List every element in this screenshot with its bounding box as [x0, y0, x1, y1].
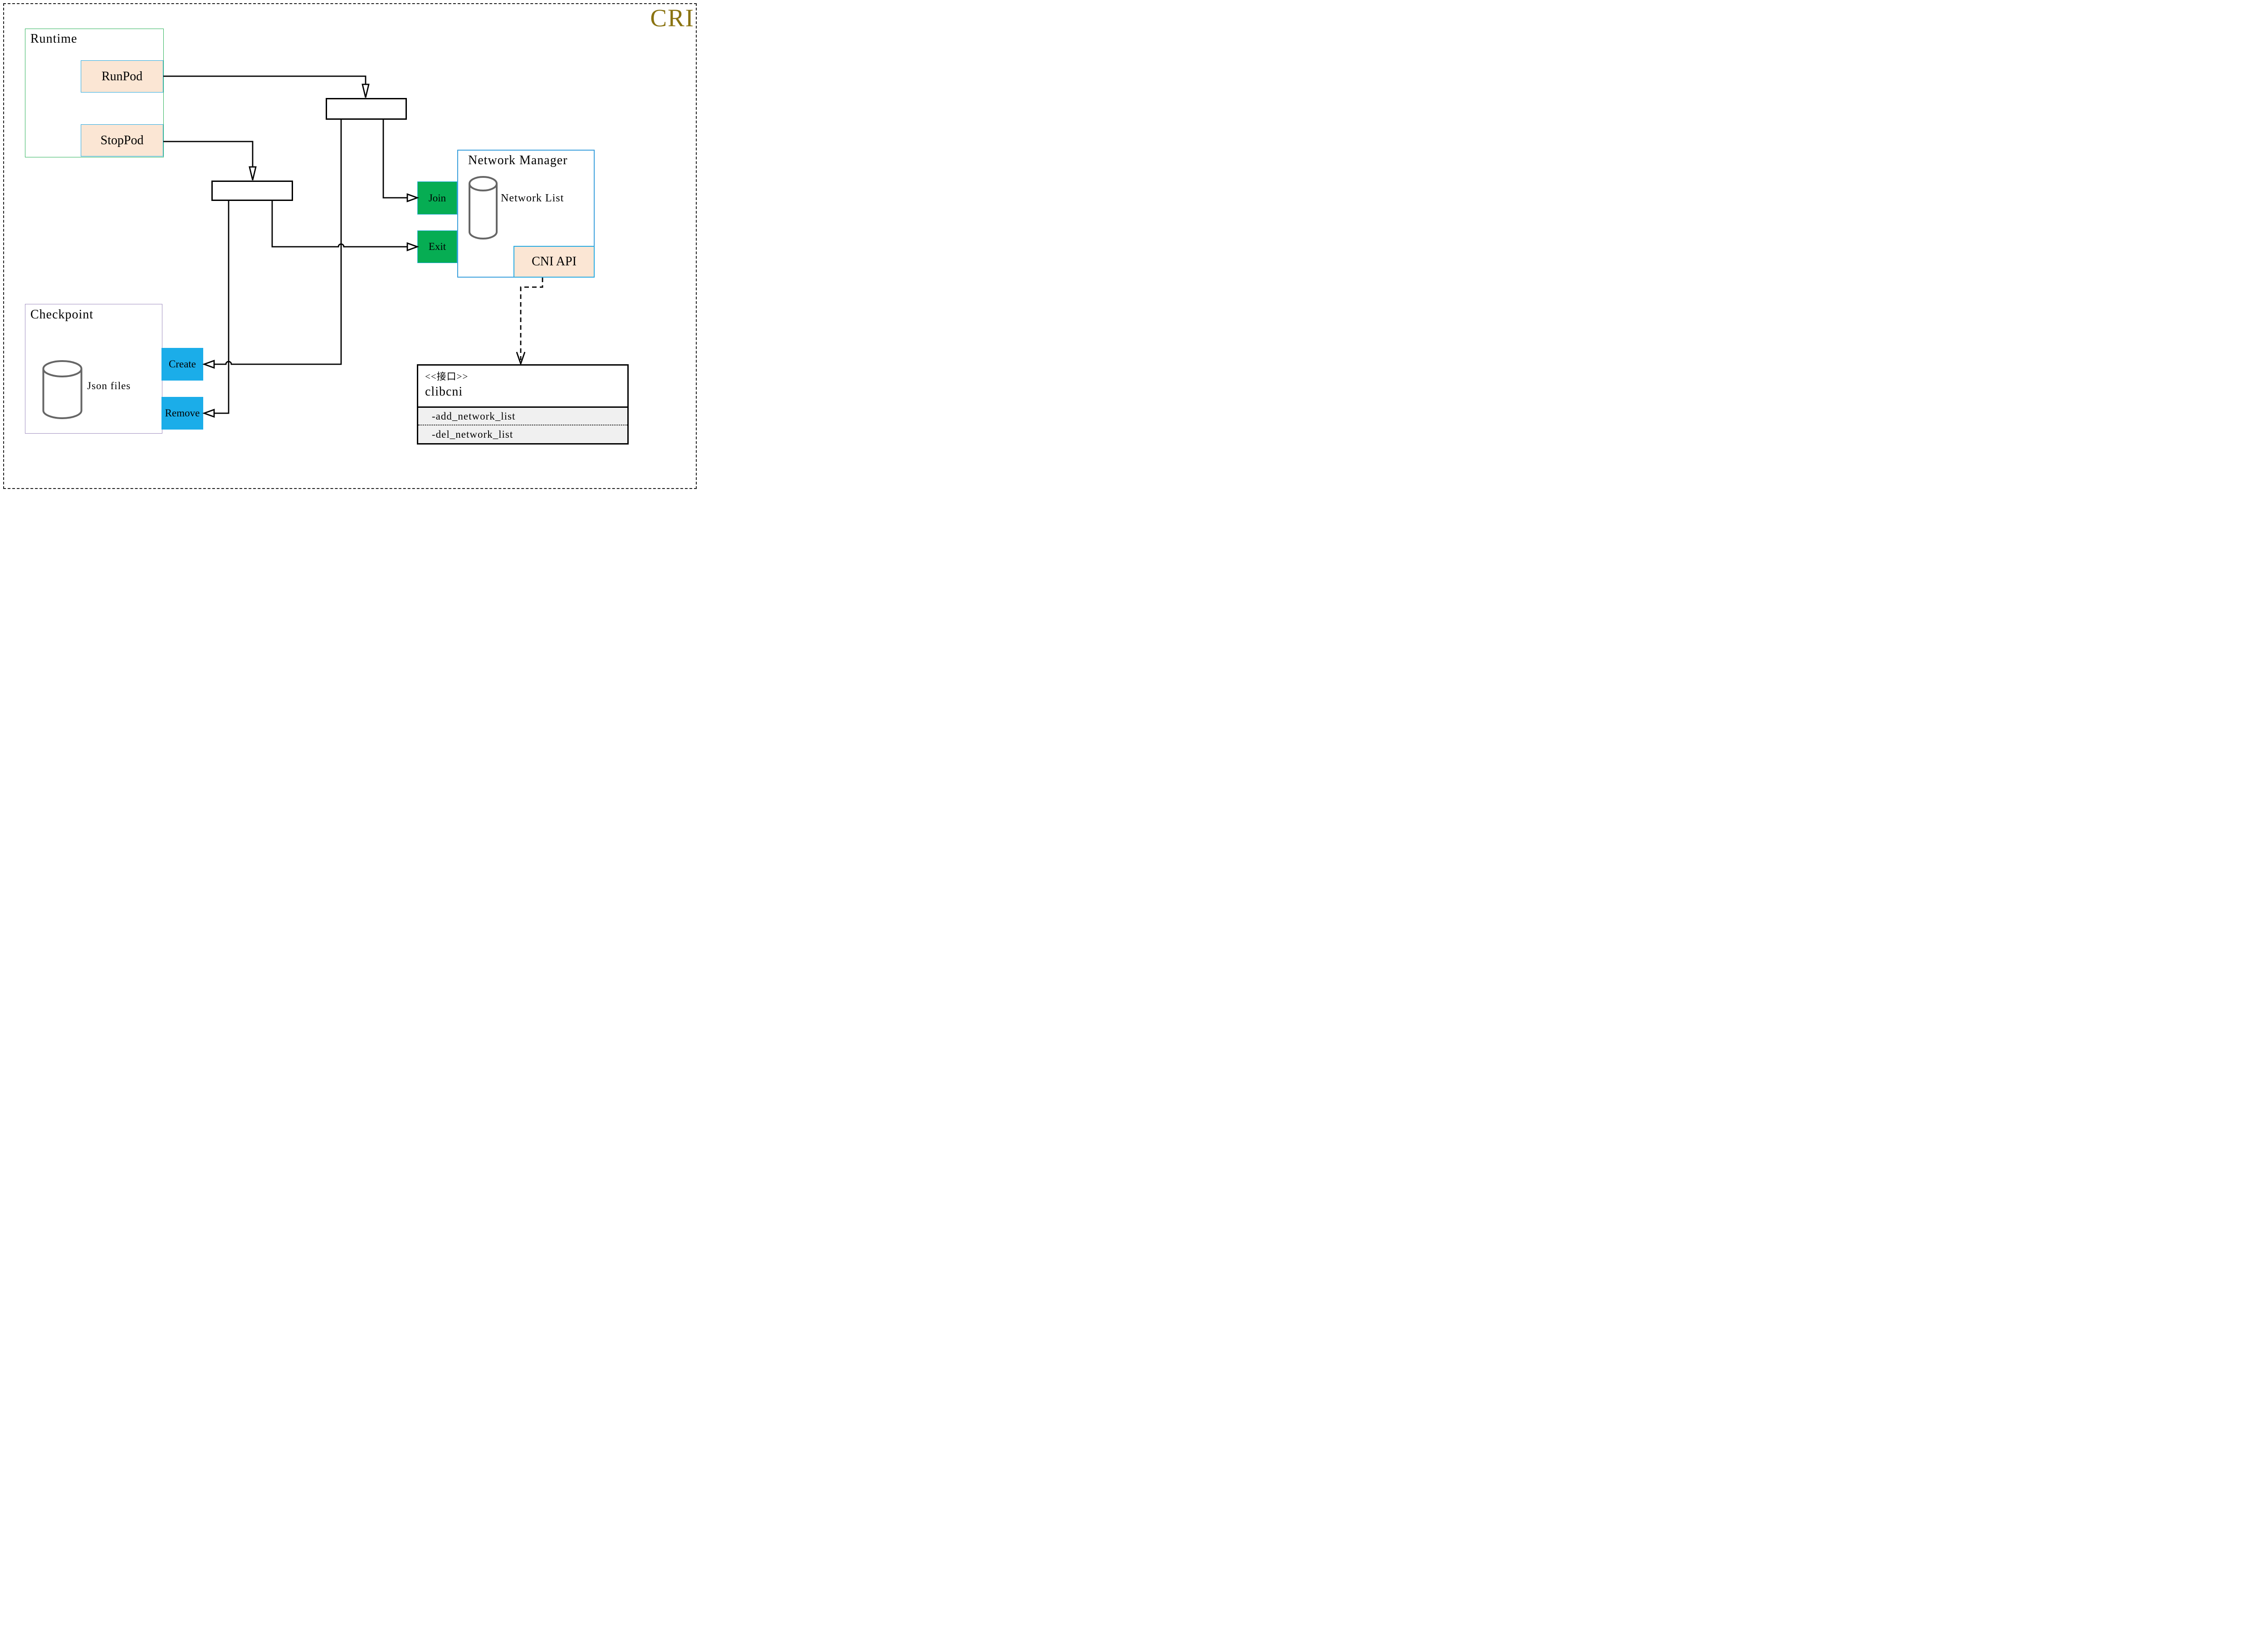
outer-dashed-frame [3, 3, 697, 489]
create-node: Create [161, 348, 203, 381]
cni-api-label: CNI API [532, 254, 577, 269]
json-files-database-icon [42, 360, 83, 419]
join-node: Join [417, 181, 457, 215]
exit-label: Exit [428, 241, 446, 252]
network-list-database-icon [469, 176, 498, 239]
clibcni-attributes-compartment: -add_network_list -del_network_list [418, 408, 627, 443]
clibcni-name-label: clibcni [425, 385, 463, 399]
exit-node: Exit [417, 230, 457, 263]
remove-node: Remove [161, 397, 203, 430]
create-label: Create [168, 358, 196, 370]
stoppod-label: StopPod [100, 133, 144, 147]
junction-box-stoppod [211, 181, 293, 201]
runpod-label: RunPod [101, 69, 143, 83]
runpod-node: RunPod [81, 60, 163, 93]
diagram-canvas: CRI Runtime RunPod StopPod Network Manag… [0, 0, 701, 493]
clibcni-attribute-del: -del_network_list [432, 428, 513, 440]
clibcni-title-compartment: <<接口>> clibcni [418, 366, 627, 408]
clibcni-attribute-add: -add_network_list [418, 408, 627, 425]
cni-api-node: CNI API [513, 246, 595, 278]
diagram-title: CRI [650, 4, 694, 32]
clibcni-class-box: <<接口>> clibcni -add_network_list -del_ne… [417, 364, 629, 445]
network-manager-group-label: Network Manager [468, 153, 568, 167]
clibcni-stereotype-label: <<接口>> [425, 371, 469, 382]
network-list-label: Network List [501, 192, 564, 204]
stoppod-node: StopPod [81, 124, 163, 156]
junction-box-runpod [326, 98, 407, 120]
json-files-label: Json files [87, 380, 131, 391]
runtime-group-label: Runtime [30, 32, 78, 46]
join-label: Join [428, 192, 446, 204]
checkpoint-group-label: Checkpoint [30, 308, 94, 322]
remove-label: Remove [165, 407, 200, 419]
